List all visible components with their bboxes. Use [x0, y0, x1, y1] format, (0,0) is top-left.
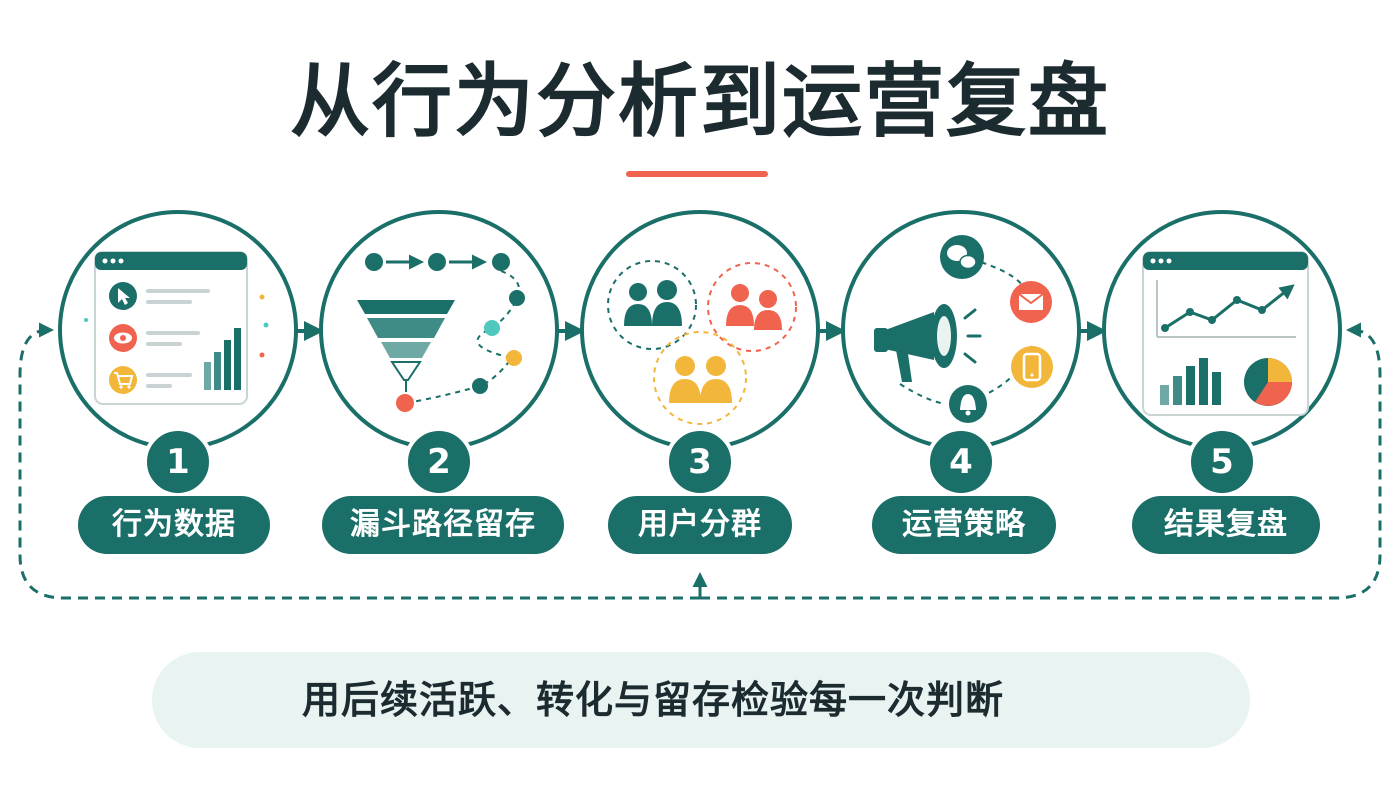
summary-bar: [152, 652, 1250, 748]
step-number-3: 3: [665, 427, 735, 497]
step-label-2: 漏斗路径留存: [322, 496, 564, 554]
step-label-5: 结果复盘: [1132, 496, 1320, 554]
bar-chart-icon: [1160, 358, 1221, 405]
step-number-2: 2: [404, 427, 474, 497]
step-label-4: 运营策略: [872, 496, 1056, 554]
bell-icon: [949, 385, 987, 423]
phone-icon: [1011, 346, 1053, 388]
step-label-3: 用户分群: [608, 496, 792, 554]
text-lines: [146, 289, 210, 388]
cursor-icon: [109, 282, 137, 310]
step-circle-3: [580, 210, 820, 450]
funnel-icon: [357, 300, 455, 392]
step-number-1: 1: [143, 427, 213, 497]
cart-icon: [109, 366, 137, 394]
user-group-icon: [707, 262, 797, 352]
user-group-icon: [607, 260, 697, 350]
line-chart-icon: [1156, 280, 1296, 338]
step-number-4: 4: [926, 427, 996, 497]
title-underline: [626, 171, 768, 177]
bar-chart-icon: [204, 328, 241, 390]
megaphone-icon: [874, 304, 982, 382]
data-dots: [84, 294, 269, 358]
path-nodes-icon: [365, 253, 525, 412]
summary-text: 用后续活跃、转化与留存检验每一次判断: [302, 678, 1005, 722]
mail-icon: [1010, 281, 1052, 323]
wechat-icon: [940, 235, 984, 279]
step-label-1: 行为数据: [78, 496, 270, 554]
page-title: 从行为分析到运营复盘: [290, 55, 1110, 148]
step-number-5: 5: [1187, 427, 1257, 497]
feedback-loop: [18, 322, 1382, 600]
eye-icon: [109, 324, 137, 352]
step-circle-2: [319, 210, 559, 450]
user-group-icon: [653, 331, 747, 425]
pie-chart-icon: [1244, 358, 1292, 406]
